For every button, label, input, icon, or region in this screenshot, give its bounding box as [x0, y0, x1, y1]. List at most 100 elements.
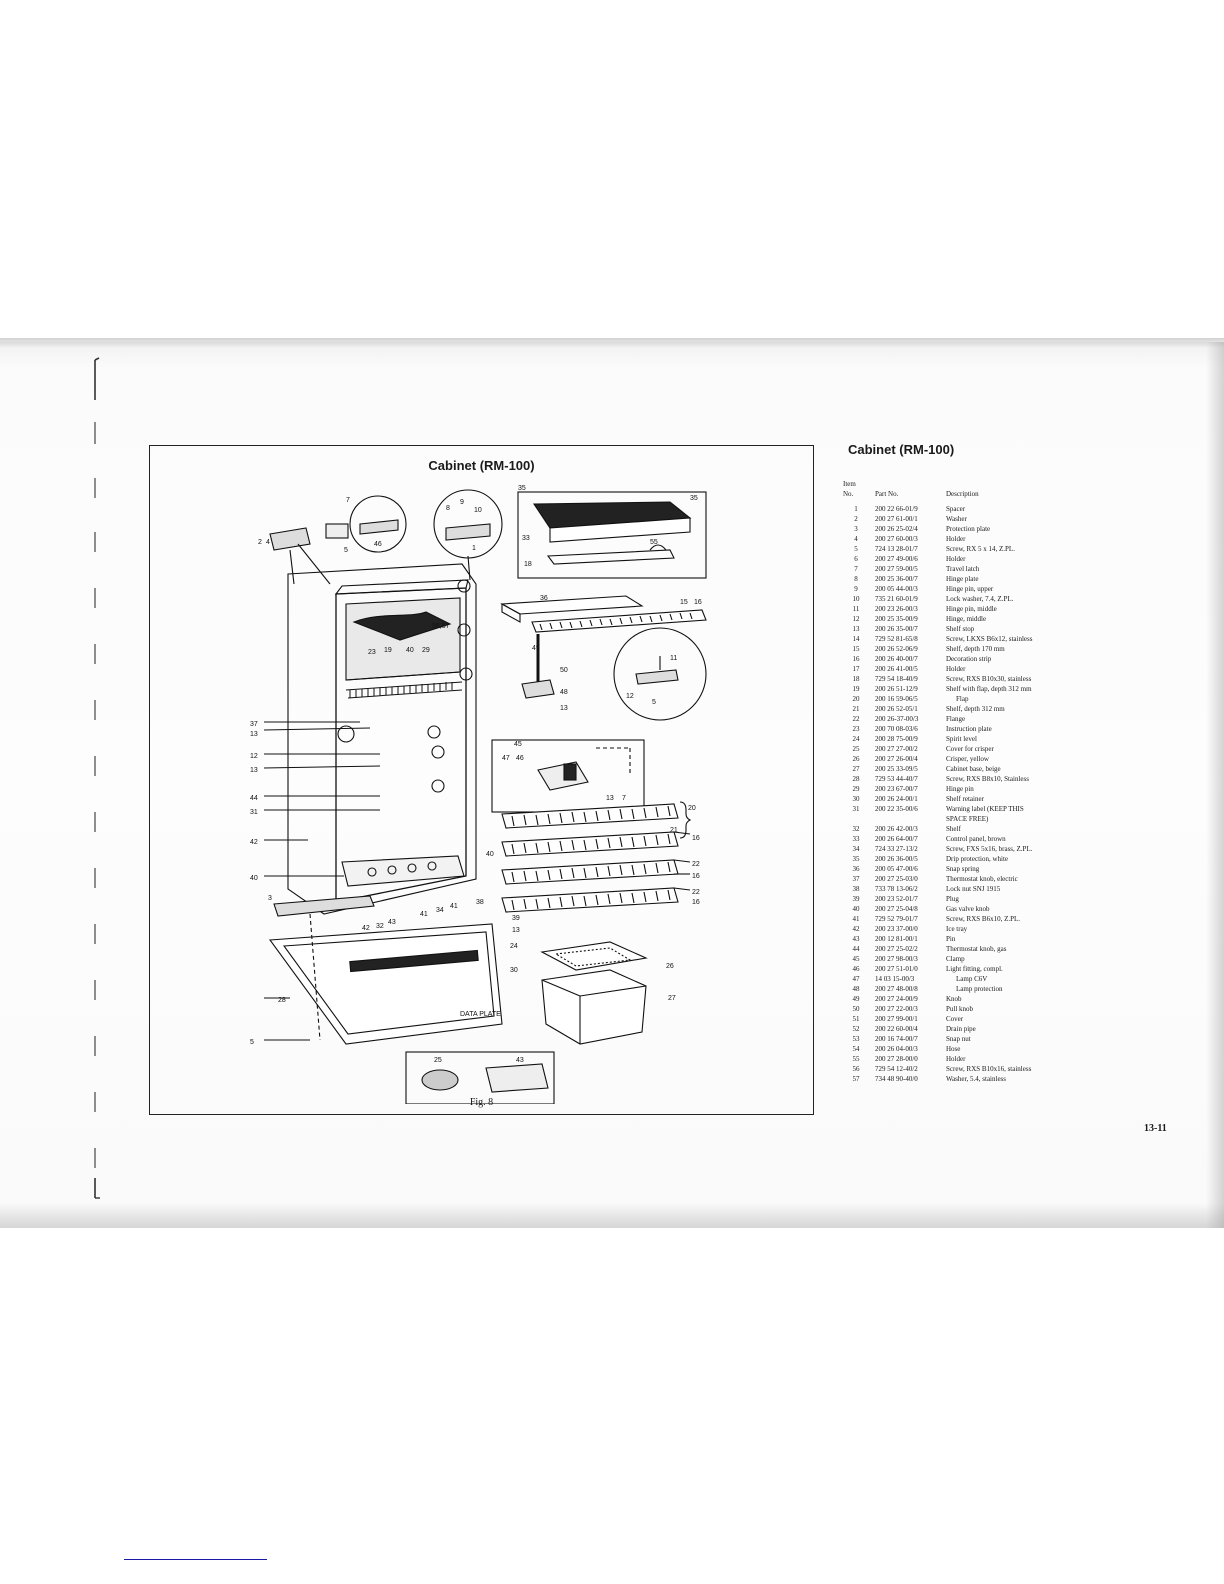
item-number: 27 [852, 765, 860, 773]
part-description-text: Warning label (KEEP THIS [946, 805, 1024, 813]
part-number: 200 70 08-03/6 [875, 725, 918, 733]
callout-9: 9 [460, 499, 464, 506]
item-number: 39 [852, 895, 860, 903]
item-number: 50 [852, 1005, 860, 1013]
part-number: 729 54 18-40/9 [875, 675, 918, 683]
callout-14-light: 13 [606, 795, 614, 802]
callout-5-hinge: 5 [652, 699, 656, 706]
part-description-text: Hinge, middle [946, 615, 987, 623]
item-number: 6 [854, 555, 858, 563]
part-description: Hinge pin [946, 784, 1032, 794]
callout-16-c: 16 [692, 899, 700, 906]
item-number: 4 [854, 535, 858, 543]
part-number: 200 27 28-00/0 [875, 1055, 918, 1063]
item-number: 47 [852, 975, 860, 983]
part-number: 200 27 25-03/0 [875, 875, 918, 883]
part-description: Lock washer, 7.4, Z.PL. [946, 594, 1032, 604]
part-number: 200 27 48-00/8 [875, 985, 918, 993]
callout-labels: 7 2 4 5 46 8 9 10 1 35 35 33 18 55 36 15… [250, 485, 702, 1064]
item-number: 32 [852, 825, 860, 833]
callout-33: 34 [436, 907, 444, 914]
part-description: Cabinet base, beige [946, 764, 1032, 774]
part-description: Hose [946, 1044, 1032, 1054]
part-description-text: Gas valve knob [946, 905, 990, 913]
part-description-text: Hinge pin, middle [946, 605, 997, 613]
part-description-text: Screw, RXS B10x30, stainless [946, 675, 1032, 683]
item-number: 41 [852, 915, 860, 923]
part-description: Shelf with flap, depth 312 mm [946, 684, 1032, 694]
part-description-text: Instruction plate [946, 725, 992, 733]
item-number: 28 [852, 775, 860, 783]
part-number: 734 48 90-40/0 [875, 1075, 918, 1083]
part-description: Holder [946, 554, 1032, 564]
part-number: 724 33 27-13/2 [875, 845, 918, 853]
part-number: 733 78 13-06/2 [875, 885, 918, 893]
callout-4: 4 [266, 539, 270, 546]
cabinet-rail [273, 895, 375, 917]
callout-41: 42 [250, 839, 258, 846]
part-number: 729 53 44-40/7 [875, 775, 918, 783]
part-number: 200 22 35-00/6 [875, 805, 918, 813]
part-description: Shelf stop [946, 624, 1032, 634]
callout-23: 24 [510, 943, 518, 950]
header-item-no: Item No. [843, 480, 856, 498]
part-description: Screw, RX 5 x 14, Z.PL. [946, 544, 1032, 554]
crisper-cover [540, 941, 648, 971]
part-description-text: Screw, RX 5 x 14, Z.PL. [946, 545, 1015, 553]
callout-3: 3 [268, 895, 272, 902]
callout-18: 19 [384, 647, 392, 654]
callout-48: 47 [502, 755, 510, 762]
part-description: Flap [946, 694, 1032, 704]
item-number: 15 [852, 645, 860, 653]
binder-hole-marks [92, 352, 100, 1212]
callout-47: 46 [516, 755, 524, 762]
callout-51: 46 [374, 541, 382, 548]
part-description-text: Knob [946, 995, 962, 1003]
callout-17: 18 [524, 561, 532, 568]
callout-54: 50 [560, 667, 568, 674]
part-description-text: Shelf with flap, depth 312 mm [946, 685, 1032, 693]
part-number: 200 27 26-00/4 [875, 755, 918, 763]
callout-38: 39 [512, 915, 520, 922]
callout-21-b: 22 [692, 889, 700, 896]
part-description: Shelf retainer [946, 794, 1032, 804]
callout-16: 16 [694, 599, 702, 606]
part-number: 200 27 51-01/0 [875, 965, 918, 973]
part-number: 200 25 35-00/9 [875, 615, 918, 623]
page-right-edge-shadow [1206, 342, 1224, 1228]
item-number: 52 [852, 1025, 860, 1033]
page-bottom-edge-shadow [0, 1204, 1224, 1228]
part-number: 200 27 25-04/8 [875, 905, 918, 913]
part-description: Screw, LKXS B6x12, stainless [946, 634, 1032, 644]
callout-19: 20 [688, 805, 696, 812]
part-description-text: Snap spring [946, 865, 980, 873]
part-description-text: Spacer [946, 505, 966, 513]
part-description: Lamp protection [946, 984, 1032, 994]
part-number: 200 27 61-00/1 [875, 515, 918, 523]
part-description-text: Lamp C6V [956, 975, 988, 983]
part-number: 200 22 60-00/4 [875, 1025, 918, 1033]
part-description-text: Washer [946, 515, 967, 523]
part-description-text: Cover for crisper [946, 745, 994, 753]
part-description-text: Hinge pin [946, 785, 974, 793]
callout-13: 12 [250, 753, 258, 760]
part-description: Protection plate [946, 524, 1032, 534]
part-description: Holder [946, 1054, 1032, 1064]
callout-16-a: 16 [692, 835, 700, 842]
part-number: 200 27 25-02/2 [875, 945, 918, 953]
part-number: 200 26 41-00/5 [875, 665, 918, 673]
